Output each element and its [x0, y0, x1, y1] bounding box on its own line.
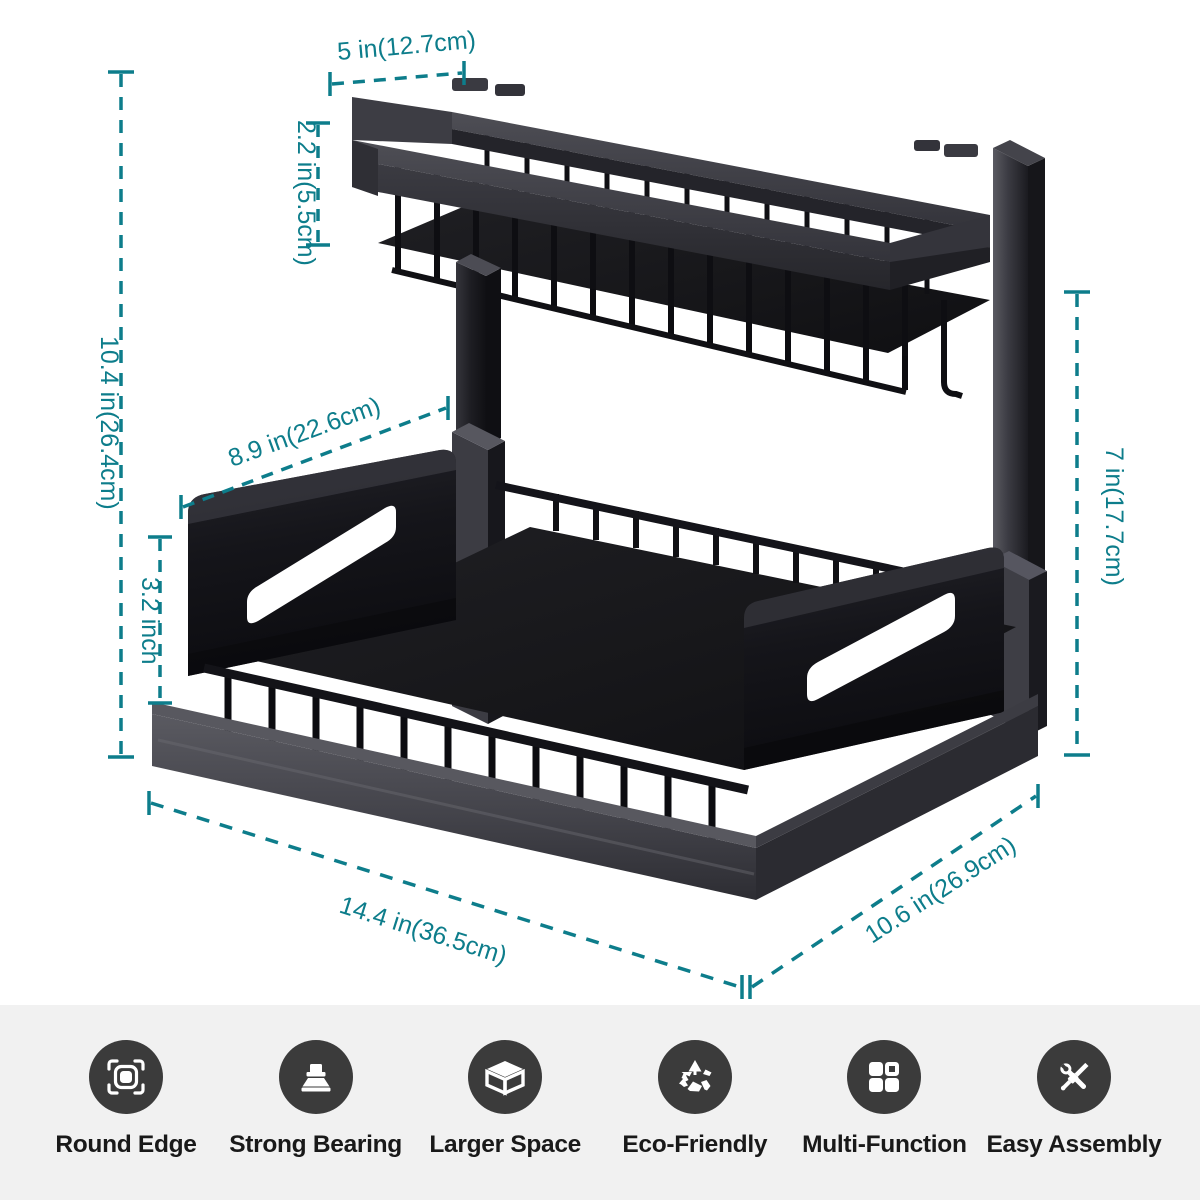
dimension-diagram: 5 in(12.7cm) 2.2 in(5.5cm) 10.4 in(26.4c…: [95, 25, 1128, 999]
dim-label-clearance-height: 7 in(17.7cm): [1100, 447, 1128, 586]
dim-label-total-height: 10.4 in(26.4cm): [95, 336, 123, 510]
dim-label-upper-basket-height: 2.2 in(5.5cm): [292, 120, 320, 266]
dim-label-lower-tray-height: 3.2 inch: [136, 577, 164, 665]
lower-drawer: [188, 449, 1016, 870]
feature-multi-function: Multi-Function: [800, 1040, 968, 1158]
dim-clearance-height: 7 in(17.7cm): [1064, 290, 1128, 757]
feature-label: Multi-Function: [802, 1131, 967, 1158]
open-box-icon: [468, 1040, 543, 1114]
recycle-icon: [657, 1040, 732, 1114]
weight-icon: [278, 1040, 353, 1114]
feature-easy-assembly: Easy Assembly: [986, 1040, 1162, 1158]
feature-label: Round Edge: [55, 1131, 197, 1158]
product-body: [152, 78, 1047, 900]
dim-total-height: 10.4 in(26.4cm): [95, 70, 134, 759]
feature-label: Eco-Friendly: [622, 1131, 768, 1158]
drawer-right-side-panel: [744, 547, 1004, 770]
upper-basket: [352, 78, 990, 399]
feature-larger-space: Larger Space: [421, 1040, 589, 1158]
feature-highlights-strip: Round Edge Strong Bearing: [0, 1005, 1200, 1200]
feature-eco-friendly: Eco-Friendly: [611, 1040, 779, 1158]
tools-icon: [1036, 1040, 1111, 1114]
dim-label-base-depth: 10.6 in(26.9cm): [860, 831, 1021, 949]
basket-skirt-bars: [395, 247, 908, 390]
grid-squares-icon: [847, 1040, 922, 1114]
dim-lower-tray-height: 3.2 inch: [136, 535, 172, 705]
feature-round-edge: Round Edge: [42, 1040, 210, 1158]
base-platform: [152, 694, 1038, 900]
feature-label: Larger Space: [429, 1131, 582, 1158]
drawer-left-side-panel: [188, 449, 456, 676]
dim-upper-basket-height: 2.2 in(5.5cm): [292, 120, 330, 266]
feature-strong-bearing: Strong Bearing: [229, 1040, 402, 1158]
feature-label: Strong Bearing: [229, 1131, 402, 1158]
feature-label: Easy Assembly: [986, 1131, 1162, 1158]
product-illustration-svg: 5 in(12.7cm) 2.2 in(5.5cm) 10.4 in(26.4c…: [95, 26, 1128, 999]
round-edge-icon: [89, 1040, 163, 1114]
dim-label-top-width: 5 in(12.7cm): [336, 26, 477, 66]
dim-label-base-width: 14.4 in(36.5cm): [336, 891, 510, 970]
